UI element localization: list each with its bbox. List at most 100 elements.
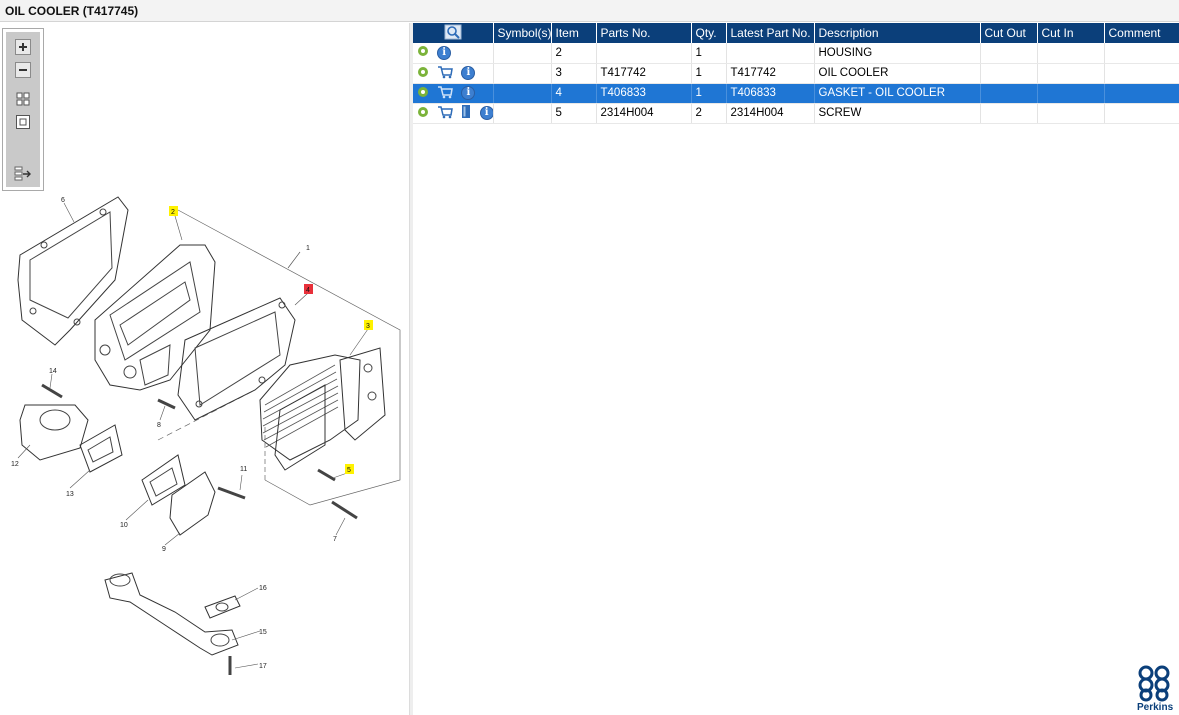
zoom-in-icon[interactable] bbox=[14, 38, 32, 56]
gear-icon[interactable] bbox=[417, 66, 429, 81]
info-icon[interactable]: i bbox=[461, 66, 476, 80]
info-icon[interactable]: i bbox=[461, 86, 476, 100]
cell-item: 4 bbox=[551, 83, 597, 104]
brand-name: Perkins bbox=[1137, 702, 1174, 713]
cell-qty: 1 bbox=[691, 83, 727, 104]
zoom-out-icon[interactable] bbox=[14, 61, 32, 79]
column-header-description[interactable]: Description bbox=[814, 23, 981, 43]
callout-13: 13 bbox=[66, 491, 74, 498]
row-actions: i bbox=[413, 63, 494, 84]
cell-cut-in bbox=[1037, 63, 1105, 84]
callout-16: 16 bbox=[259, 585, 267, 592]
cart-icon[interactable] bbox=[437, 65, 454, 82]
parts-table: Symbol(s) Item Parts No. Qty. Latest Par… bbox=[413, 23, 1179, 124]
diagram-toolbox bbox=[2, 28, 44, 191]
actual-size-icon[interactable] bbox=[14, 113, 32, 131]
callout-11: 11 bbox=[240, 466, 247, 473]
cell-latest-part-no: 2314H004 bbox=[726, 103, 815, 124]
cell-qty: 2 bbox=[691, 103, 727, 124]
callout-5-highlight bbox=[345, 464, 354, 474]
callout-17: 17 bbox=[259, 663, 267, 670]
callout-8: 8 bbox=[157, 422, 161, 429]
cell-description: GASKET - OIL COOLER bbox=[814, 83, 981, 104]
cell-symbols bbox=[493, 63, 552, 84]
column-header-tools[interactable] bbox=[413, 23, 494, 43]
cell-qty: 1 bbox=[691, 43, 727, 64]
callout-9: 9 bbox=[162, 546, 166, 553]
pane-splitter[interactable] bbox=[409, 23, 413, 715]
gear-icon[interactable] bbox=[417, 45, 429, 60]
callout-4-highlight bbox=[304, 284, 313, 294]
column-header-cut-out[interactable]: Cut Out bbox=[980, 23, 1038, 43]
callout-3-highlight bbox=[364, 320, 373, 330]
diagram-pane[interactable]: 6 2 1 4 3 5 14 8 11 12 13 10 9 7 16 15 1… bbox=[0, 23, 409, 715]
cell-cut-out bbox=[980, 83, 1038, 104]
cell-latest-part-no: T406833 bbox=[726, 83, 815, 104]
gear-icon[interactable] bbox=[417, 86, 429, 101]
cell-symbols bbox=[493, 83, 552, 104]
cell-item: 3 bbox=[551, 63, 597, 84]
callout-4: 4 bbox=[306, 287, 310, 294]
info-icon[interactable]: i bbox=[479, 106, 492, 120]
table-row[interactable]: i 3 T417742 1 T417742 OIL COOLER bbox=[413, 63, 1179, 84]
column-header-symbols[interactable]: Symbol(s) bbox=[493, 23, 552, 43]
window-title: OIL COOLER (T417745) bbox=[5, 4, 139, 18]
find-part-icon[interactable] bbox=[444, 24, 462, 43]
table-row[interactable]: i 2 1 HOUSING bbox=[413, 43, 1179, 64]
cell-comment bbox=[1104, 43, 1179, 64]
callout-10: 10 bbox=[120, 522, 128, 529]
column-header-part-no[interactable]: Parts No. bbox=[596, 23, 692, 43]
info-icon[interactable]: i bbox=[437, 45, 452, 60]
callout-5: 5 bbox=[347, 467, 351, 474]
book-icon[interactable] bbox=[461, 104, 471, 122]
exploded-diagram[interactable]: 6 2 1 4 3 5 14 8 11 12 13 10 9 7 16 15 1… bbox=[0, 23, 409, 715]
cell-symbols bbox=[493, 43, 552, 64]
perkins-logo: Perkins bbox=[1136, 664, 1178, 714]
cell-cut-in bbox=[1037, 43, 1105, 64]
cell-qty: 1 bbox=[691, 63, 727, 84]
cell-latest-part-no: T417742 bbox=[726, 63, 815, 84]
cell-comment bbox=[1104, 83, 1179, 104]
title-bar: OIL COOLER (T417745) bbox=[0, 0, 1179, 22]
row-actions: i bbox=[413, 103, 494, 124]
cell-comment bbox=[1104, 63, 1179, 84]
cell-part-no: 2314H004 bbox=[596, 103, 692, 124]
callout-2-highlight bbox=[169, 206, 178, 216]
toolbox-panel bbox=[6, 32, 40, 187]
cart-icon[interactable] bbox=[437, 85, 454, 102]
callout-14: 14 bbox=[49, 368, 57, 375]
cell-description: HOUSING bbox=[814, 43, 981, 64]
perkins-logo-mark bbox=[1138, 665, 1170, 702]
column-header-latest-part-no[interactable]: Latest Part No. bbox=[726, 23, 815, 43]
callout-12: 12 bbox=[11, 461, 19, 468]
row-actions: i bbox=[413, 43, 494, 64]
cell-description: OIL COOLER bbox=[814, 63, 981, 84]
gear-icon[interactable] bbox=[417, 106, 429, 121]
callout-6: 6 bbox=[61, 197, 65, 204]
callout-2: 2 bbox=[171, 209, 175, 216]
cell-cut-out bbox=[980, 103, 1038, 124]
cell-part-no bbox=[596, 43, 692, 64]
fit-all-icon[interactable] bbox=[14, 90, 32, 108]
cell-part-no: T417742 bbox=[596, 63, 692, 84]
cell-description: SCREW bbox=[814, 103, 981, 124]
cell-cut-out bbox=[980, 63, 1038, 84]
cell-symbols bbox=[493, 103, 552, 124]
cell-cut-in bbox=[1037, 103, 1105, 124]
table-row-selected[interactable]: i 4 T406833 1 T406833 GASKET - OIL COOLE… bbox=[413, 83, 1179, 104]
export-icon[interactable] bbox=[14, 165, 32, 183]
callout-3: 3 bbox=[366, 323, 370, 330]
callout-15: 15 bbox=[259, 629, 267, 636]
column-header-qty[interactable]: Qty. bbox=[691, 23, 727, 43]
column-header-cut-in[interactable]: Cut In bbox=[1037, 23, 1105, 43]
cell-comment bbox=[1104, 103, 1179, 124]
cell-cut-out bbox=[980, 43, 1038, 64]
column-header-comment[interactable]: Comment bbox=[1104, 23, 1179, 43]
cart-icon[interactable] bbox=[437, 105, 454, 122]
column-header-item[interactable]: Item bbox=[551, 23, 597, 43]
table-row[interactable]: i 5 2314H004 2 2314H004 SCREW bbox=[413, 103, 1179, 124]
callout-7: 7 bbox=[333, 536, 337, 543]
cell-item: 5 bbox=[551, 103, 597, 124]
callout-labels: 6 2 1 4 3 5 14 8 11 12 13 10 9 7 16 15 1… bbox=[11, 197, 373, 670]
cell-cut-in bbox=[1037, 83, 1105, 104]
